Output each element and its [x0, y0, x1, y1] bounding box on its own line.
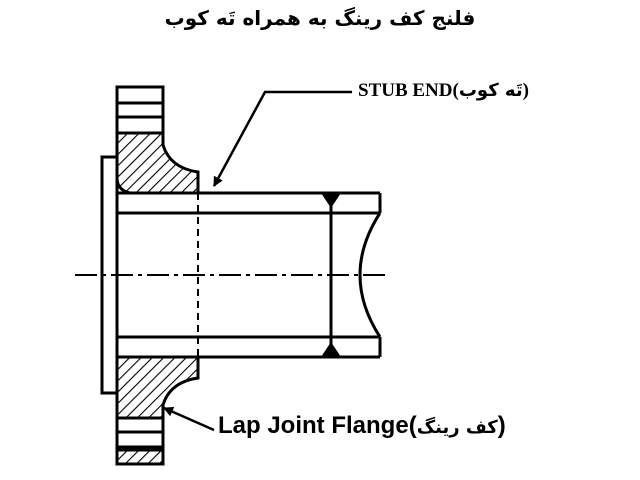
diagram-title: فلنج کف رینگ به همراه تَه کوب: [164, 6, 476, 30]
lap-joint-flange-bottom: [115, 416, 165, 466]
lap-joint-label-en: Lap Joint Flange: [218, 412, 409, 439]
lap-joint-label-fa: کف رینگ: [416, 417, 498, 438]
hidden-lines: [116, 193, 199, 357]
stub-end-paren-open: (: [452, 80, 459, 101]
stub-end-label-en: STUB END: [358, 80, 453, 101]
stub-end-paren-close: ): [522, 80, 529, 101]
stub-end-label-fa: تَه کوب: [458, 80, 523, 101]
lap-joint-label: Lap Joint Flange(کف رینگ): [218, 412, 506, 440]
lap-joint-paren-close: ): [497, 412, 506, 439]
lap-joint-leader: [163, 406, 215, 432]
lap-joint-flange-top-section: [115, 131, 200, 195]
stub-end-leader: [212, 90, 352, 187]
lap-joint-flange-top: [115, 85, 165, 135]
stub-end-label: STUB END(تَه کوب): [358, 80, 529, 102]
lap-joint-paren-open: (: [408, 412, 417, 439]
weld-beads: [321, 193, 341, 357]
lap-joint-flange-bottom-section: [115, 355, 200, 420]
